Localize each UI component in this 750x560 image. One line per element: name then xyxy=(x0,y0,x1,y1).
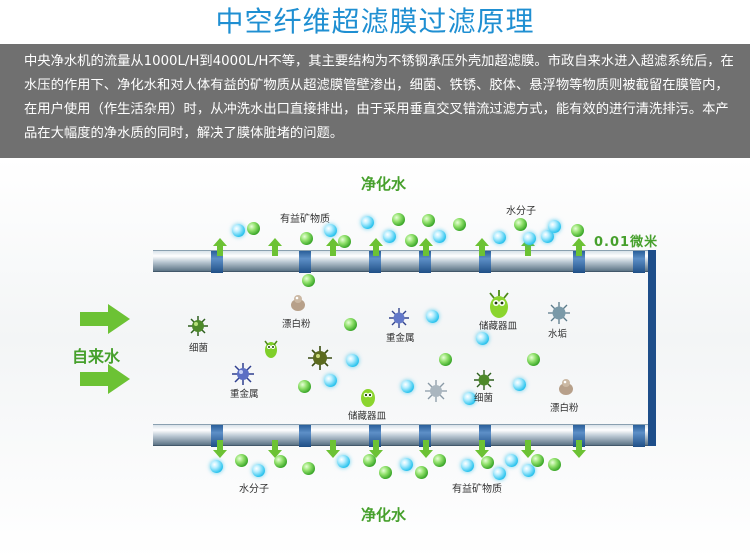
mineral-particle xyxy=(433,454,446,467)
water-molecule xyxy=(463,392,476,405)
water-molecule xyxy=(548,220,561,233)
mineral-particle xyxy=(514,218,527,231)
mineral-particle xyxy=(531,454,544,467)
mineral-particle xyxy=(363,454,376,467)
water-molecule xyxy=(522,464,535,477)
heavy-metal-label: 重金属 xyxy=(386,333,415,344)
water-molecule xyxy=(346,354,359,367)
outflow-arrow-down-icon xyxy=(419,440,433,458)
top-water-molecule-label: 水分子 xyxy=(506,206,536,217)
bleach-icon xyxy=(559,379,573,395)
page-title: 中空纤维超滤膜过滤原理 xyxy=(215,5,535,38)
description-panel: 中央净水机的流量从1000L/H到4000L/H不等，其主要结构为不锈钢承压外壳… xyxy=(0,44,750,158)
water-molecule xyxy=(232,224,245,237)
mineral-particle xyxy=(300,232,313,245)
water-molecule xyxy=(513,378,526,391)
outflow-arrow-up-icon xyxy=(419,238,433,256)
mineral-particle xyxy=(302,462,315,475)
mineral-particle xyxy=(392,213,405,226)
water-molecule xyxy=(383,230,396,243)
bacteria-icon xyxy=(474,370,494,390)
inlet-arrow-upper-icon xyxy=(80,304,130,334)
bacteria-label: 细菌 xyxy=(474,393,494,404)
mineral-particle xyxy=(298,380,311,393)
tap-water-label: 自来水 xyxy=(72,347,121,366)
mineral-particle xyxy=(344,318,357,331)
filtration-diagram: 净化水 有益矿物质 水分子 0.01微米 自来水 xyxy=(0,158,750,560)
mineral-particle xyxy=(405,234,418,247)
bacteria-icon xyxy=(188,316,208,336)
outflow-arrow-up-icon xyxy=(326,238,340,256)
water-molecule xyxy=(401,380,414,393)
storage-vessel-label: 储藏器皿 xyxy=(479,321,518,332)
bottom-purified-water-label: 净化水 xyxy=(361,506,407,524)
bottom-mineral-label: 有益矿物质 xyxy=(452,484,502,495)
top-purified-water-label: 净化水 xyxy=(361,175,407,193)
outflow-arrow-up-icon xyxy=(475,238,489,256)
scale-icon xyxy=(548,302,570,324)
membrane-end-cap xyxy=(648,250,656,446)
pore-size-label: 0.01微米 xyxy=(594,235,659,250)
water-molecule xyxy=(461,459,474,472)
mineral-particle xyxy=(415,466,428,479)
microbe-icon xyxy=(489,290,509,318)
mineral-particle xyxy=(548,458,561,471)
water-molecule xyxy=(324,374,337,387)
water-molecule xyxy=(523,232,536,245)
outflow-arrow-up-icon xyxy=(572,238,586,256)
bleach-label: 漂白粉 xyxy=(282,319,311,330)
bacteria-label: 细菌 xyxy=(189,343,209,354)
mineral-particle xyxy=(302,274,315,287)
bacteria-icon xyxy=(308,346,332,370)
heavy-metal-label: 重金属 xyxy=(230,389,259,400)
bleach-label: 漂白粉 xyxy=(550,403,579,414)
outflow-arrow-down-icon xyxy=(475,440,489,458)
mineral-particle xyxy=(571,224,584,237)
water-molecule xyxy=(433,230,446,243)
outflow-arrow-up-icon xyxy=(213,238,227,256)
inlet-arrow-lower-icon xyxy=(80,364,130,394)
outflow-arrow-up-icon xyxy=(369,238,383,256)
outflow-arrow-down-icon xyxy=(213,440,227,458)
heavy-metal-icon xyxy=(232,363,254,385)
mineral-particle xyxy=(235,454,248,467)
bottom-water-molecule-label: 水分子 xyxy=(239,484,269,495)
outflow-arrow-down-icon xyxy=(369,440,383,458)
water-molecule xyxy=(426,310,439,323)
water-molecule xyxy=(361,216,374,229)
water-molecule xyxy=(505,454,518,467)
bleach-icon xyxy=(291,295,305,311)
water-molecule xyxy=(252,464,265,477)
microbe-icon xyxy=(264,340,278,358)
outflow-arrow-down-icon xyxy=(572,440,586,458)
mineral-particle xyxy=(527,353,540,366)
water-molecule xyxy=(324,224,337,237)
mineral-particle xyxy=(274,455,287,468)
heavy-metal-icon xyxy=(389,308,409,328)
water-molecule xyxy=(493,467,506,480)
outflow-arrow-down-icon xyxy=(326,440,340,458)
water-molecule xyxy=(337,455,350,468)
mineral-particle xyxy=(422,214,435,227)
storage-vessel-label: 储藏器皿 xyxy=(348,411,387,422)
mineral-particle xyxy=(453,218,466,231)
mineral-particle xyxy=(338,235,351,248)
mineral-particle xyxy=(481,456,494,469)
scale-label: 水垢 xyxy=(548,329,568,340)
water-molecule xyxy=(400,458,413,471)
mineral-particle xyxy=(379,466,392,479)
mineral-particle xyxy=(247,222,260,235)
top-mineral-label: 有益矿物质 xyxy=(280,214,330,225)
microbe-icon xyxy=(361,389,375,407)
scale-icon xyxy=(425,380,447,402)
outflow-arrow-down-icon xyxy=(521,440,535,458)
outflow-arrow-up-icon xyxy=(268,238,282,256)
mineral-particle xyxy=(439,353,452,366)
outflow-arrow-down-icon xyxy=(268,440,282,458)
water-molecule xyxy=(541,230,554,243)
water-molecule xyxy=(476,332,489,345)
water-molecule xyxy=(493,231,506,244)
water-molecule xyxy=(210,460,223,473)
